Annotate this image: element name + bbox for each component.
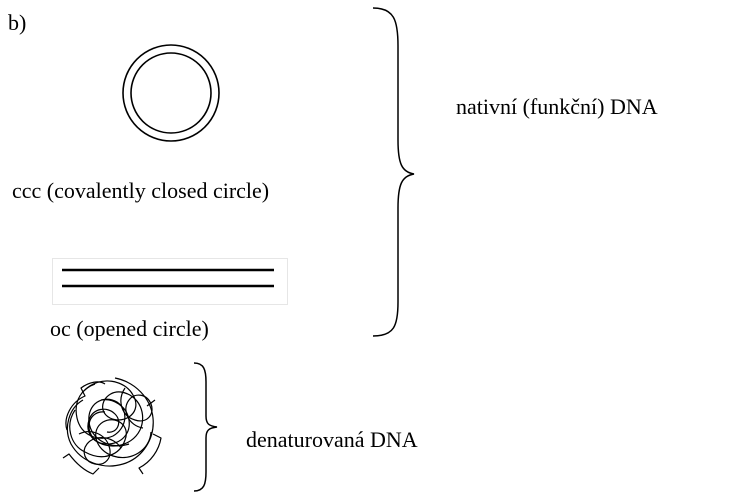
denatured-dna-label: denaturovaná DNA — [246, 427, 418, 452]
oc-double-line-icon — [52, 258, 288, 305]
denatured-dna-tangle-icon — [62, 377, 162, 475]
denatured-curly-brace-icon — [193, 362, 218, 492]
native-dna-label: nativní (funkční) DNA — [456, 94, 658, 119]
ccc-outer-strand — [122, 44, 220, 142]
ccc-label: ccc (covalently closed circle) — [12, 178, 270, 203]
ccc-double-circle-icon — [122, 44, 220, 142]
panel-label: b) — [8, 10, 27, 35]
oc-frame — [52, 258, 288, 305]
ccc-inner-strand — [130, 52, 212, 134]
oc-label: oc (opened circle) — [50, 316, 209, 341]
native-curly-brace-icon — [372, 7, 415, 337]
